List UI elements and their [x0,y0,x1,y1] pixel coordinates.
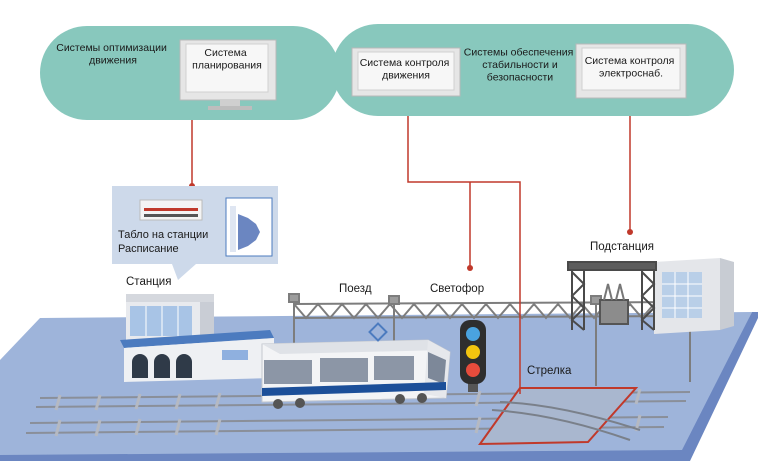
substation-tower [567,261,657,331]
stability-systems-label: Системы обеспечения [464,47,574,59]
station-board-label: Табло на станции [118,229,208,241]
substation-label: Подстанция [590,241,654,253]
power-control-label-line: электроснаб. [599,67,663,79]
svg-text:Система контроля электроснаб: Система контроля электроснаб. [585,55,678,80]
schedule-label: Расписание [118,243,179,255]
power-control-monitor [575,43,687,99]
station-label: Станция [126,276,171,288]
planning-system-label-line: планирования [192,59,262,71]
power-control-label: Система контроля [585,55,675,67]
svg-text:Системы обеспечения стабильн: Системы обеспечения стабильности ибезопа… [464,47,577,84]
station-building [120,294,274,382]
connector-dot [467,265,473,271]
planning-monitor [179,39,277,110]
traffic-control-label-line: движения [382,69,430,81]
stability-systems-label-line: стабильности и [482,59,558,71]
station-board-bubble [112,186,278,280]
traffic-signal [460,320,486,392]
connector-dot [627,229,633,235]
signal-label: Светофор [430,283,484,295]
train [261,322,451,409]
svg-text:Табло на станции Расписани: Табло на станции Расписание [118,229,211,255]
svg-text:Системы оптимизации движения: Системы оптимизации движения [56,42,170,67]
substation-building [654,258,734,334]
traffic-control-label: Система контроля [360,57,450,69]
optimization-systems-label-line: движения [89,54,137,66]
svg-text:Система контроля движения: Система контроля движения [360,57,453,82]
switch-point [478,387,641,446]
optimization-systems-label: Системы оптимизации [56,42,167,54]
traffic-control-monitor [351,47,461,97]
svg-text:Система планирования: Система планирования [192,47,262,72]
switch-label: Стрелка [527,365,572,377]
stability-systems-label-line: безопасности [487,72,554,84]
train-label: Поезд [339,283,372,295]
planning-system-label: Система [204,47,246,59]
